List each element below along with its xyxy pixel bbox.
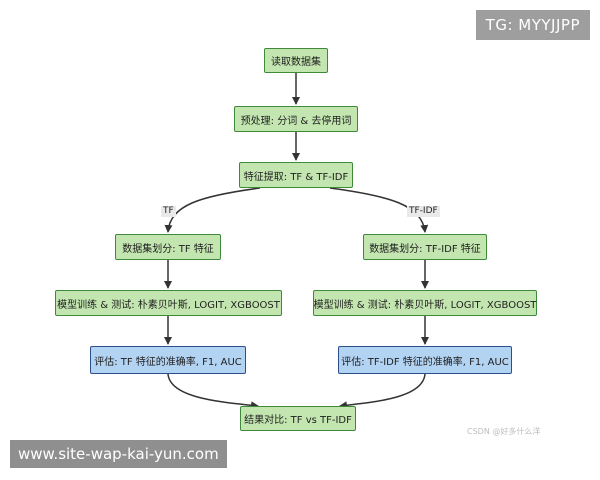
node-preprocess: 预处理: 分词 & 去停用词: [234, 106, 358, 132]
node-eval-tfidf: 评估: TF-IDF 特征的准确率, F1, AUC: [338, 346, 512, 374]
node-eval-tf: 评估: TF 特征的准确率, F1, AUC: [90, 346, 246, 374]
node-split-tfidf: 数据集划分: TF-IDF 特征: [363, 234, 487, 260]
node-train-tfidf: 模型训练 & 测试: 朴素贝叶斯, LOGIT, XGBOOST: [313, 290, 537, 316]
edge-eval-tf-to-compare: [167, 373, 259, 410]
site-url-banner: www.site-wap-kai-yun.com: [10, 440, 227, 468]
node-feature-extraction: 特征提取: TF & TF-IDF: [239, 162, 353, 188]
edge-eval-tfidf-to-compare: [339, 373, 426, 410]
node-split-tf: 数据集划分: TF 特征: [115, 234, 221, 260]
edge-feature-to-split-tfidf: [329, 187, 429, 233]
edge-feature-to-split-tf: [164, 187, 261, 233]
node-train-tf: 模型训练 & 测试: 朴素贝叶斯, LOGIT, XGBOOST: [55, 290, 282, 316]
edge-label-tfidf: TF-IDF: [407, 206, 440, 217]
node-read-data: 读取数据集: [264, 48, 328, 73]
tg-badge: TG: MYYJJPP: [475, 10, 590, 40]
edge-label-tf: TF: [161, 206, 176, 217]
node-compare: 结果对比: TF vs TF-IDF: [240, 406, 356, 431]
csdn-watermark: CSDN @好多什么洋: [467, 427, 541, 436]
